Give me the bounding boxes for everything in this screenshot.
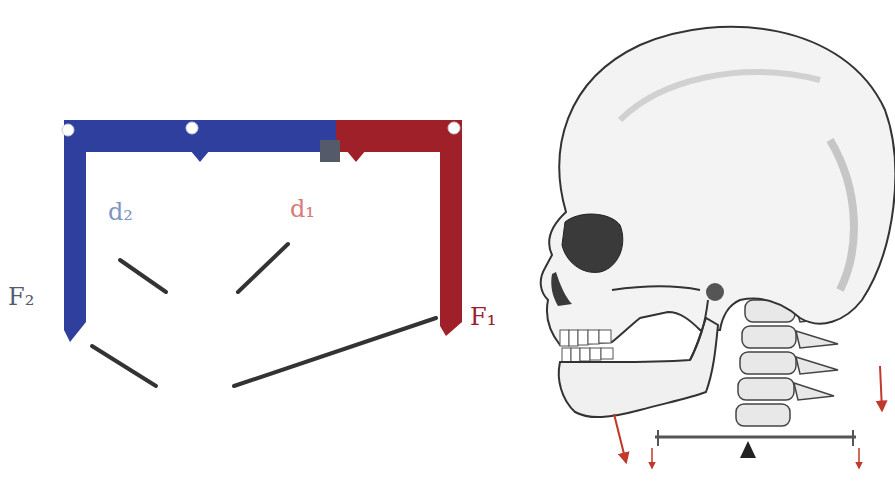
force-label: F₁ bbox=[470, 305, 496, 329]
leader-lines bbox=[92, 244, 436, 386]
pivot-dot bbox=[186, 122, 198, 134]
force-bar-red bbox=[440, 130, 462, 336]
pivot-dot bbox=[62, 124, 74, 136]
bracket-tick bbox=[346, 150, 366, 162]
force-bar-blue bbox=[64, 130, 86, 342]
leader-line bbox=[120, 260, 166, 292]
distance-label: d₁ bbox=[290, 197, 315, 221]
ear-canal bbox=[706, 283, 724, 301]
distance-label: d₂ bbox=[108, 200, 133, 224]
skull-illustration bbox=[541, 27, 895, 462]
lever-schematic bbox=[62, 120, 462, 342]
leader-line bbox=[234, 318, 436, 386]
lever-symbol bbox=[652, 430, 859, 468]
eye-orbit bbox=[562, 214, 623, 272]
leader-line bbox=[238, 244, 288, 292]
pivot-dot bbox=[448, 122, 460, 134]
lever-joint bbox=[320, 140, 340, 162]
bracket-tick bbox=[190, 150, 210, 162]
nasal-cavity bbox=[551, 272, 572, 306]
force-arrow bbox=[880, 366, 882, 410]
force-arrow bbox=[614, 414, 626, 462]
lever-arm-blue bbox=[64, 120, 336, 152]
leader-line bbox=[92, 346, 156, 386]
fulcrum bbox=[740, 441, 756, 458]
teeth bbox=[560, 330, 613, 362]
mandible bbox=[559, 318, 718, 417]
force-label: F₂ bbox=[8, 285, 34, 309]
cranium bbox=[541, 27, 895, 345]
